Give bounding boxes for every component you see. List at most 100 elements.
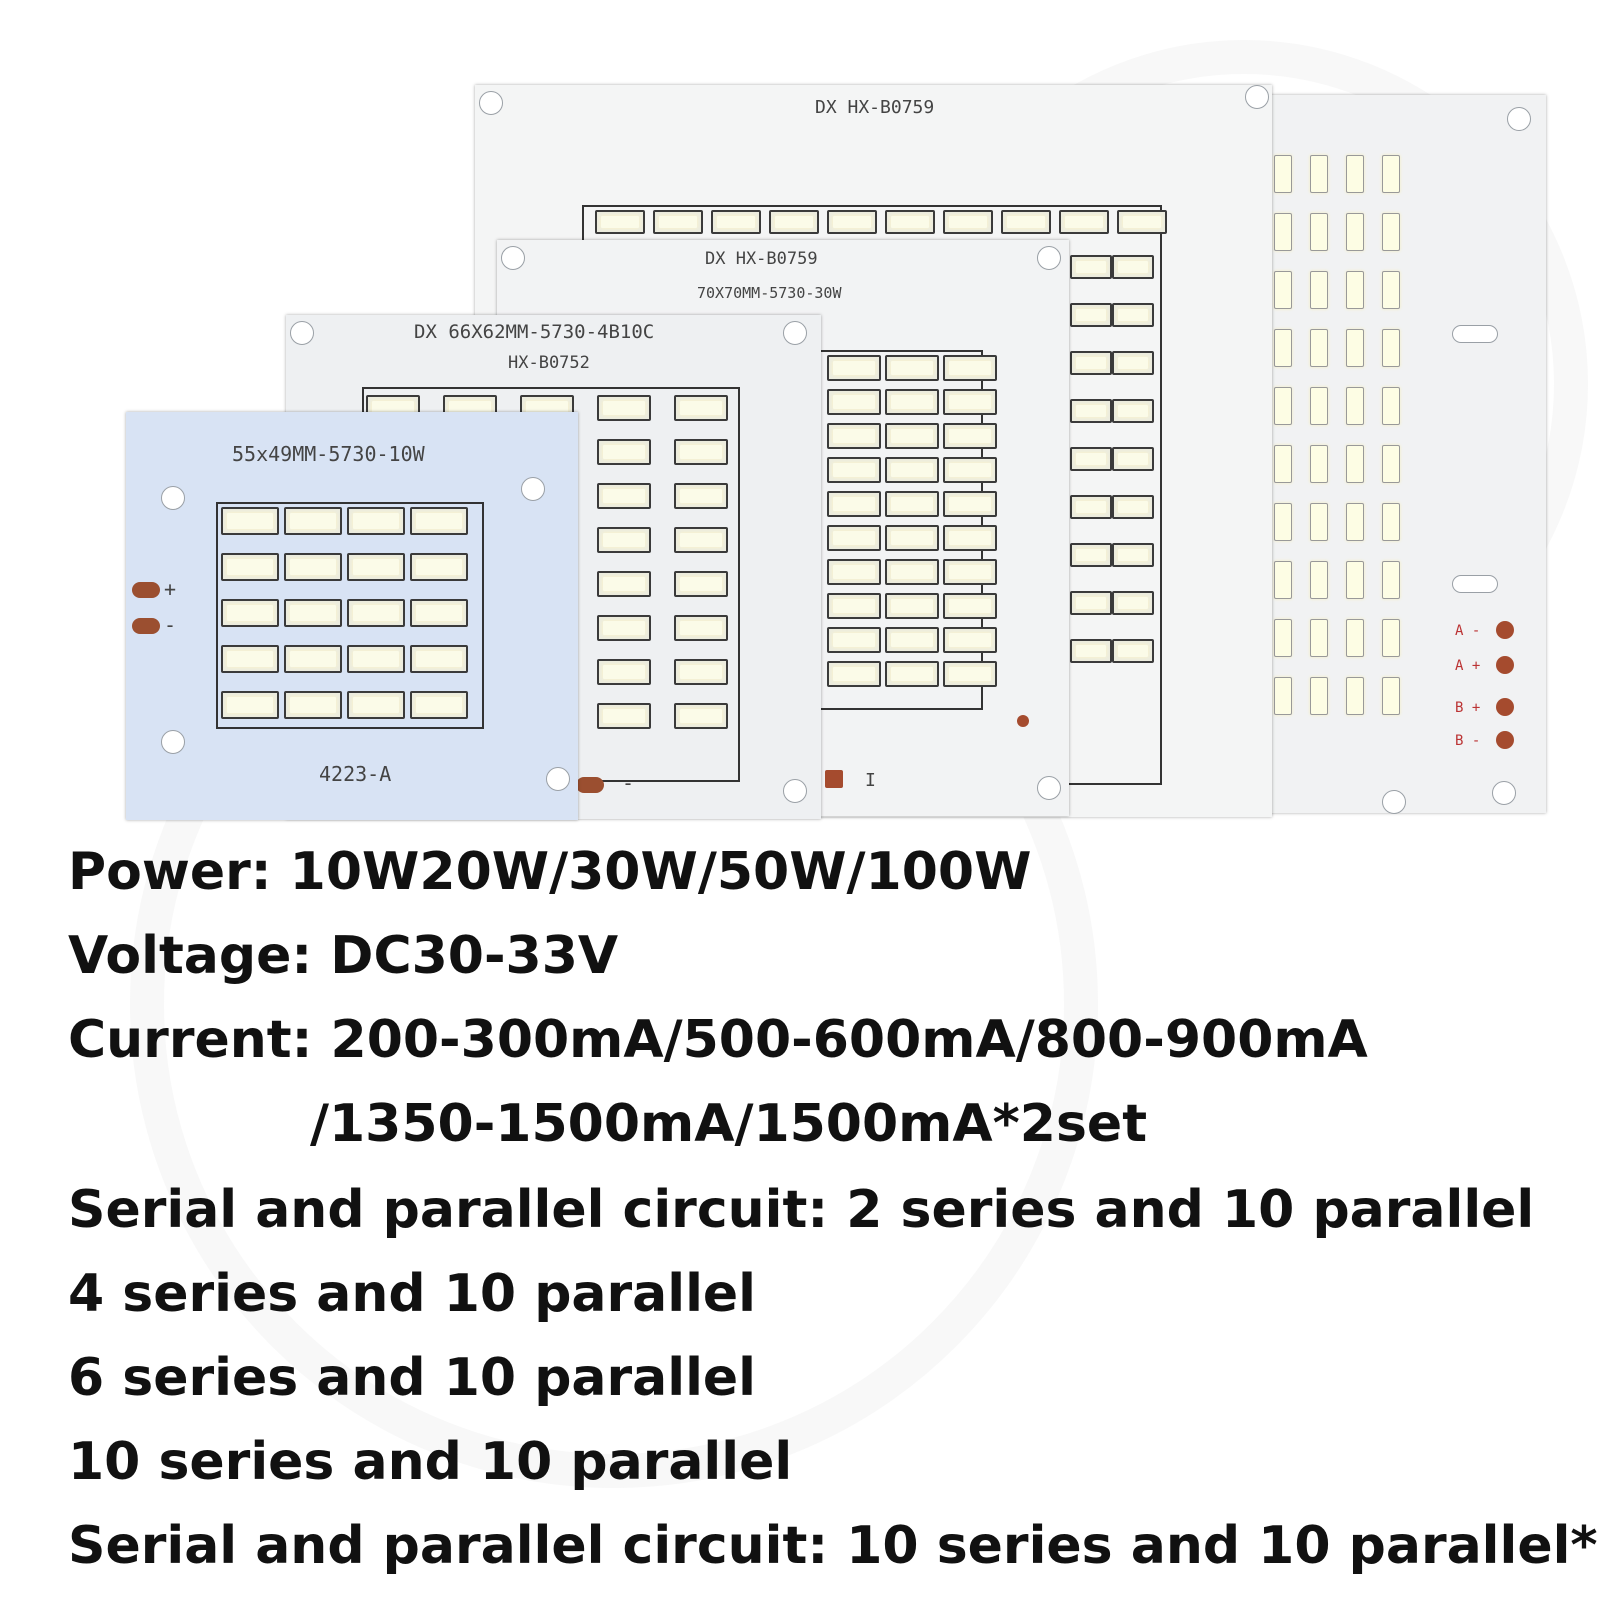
solder-pad xyxy=(1496,698,1514,716)
polarity-mark: I xyxy=(865,770,876,791)
mount-hole xyxy=(1037,246,1061,270)
led-chip xyxy=(1070,351,1112,375)
led-chip xyxy=(674,483,728,509)
led-chip xyxy=(1070,303,1112,327)
led-chip xyxy=(943,661,997,687)
pad-label-a-minus: A - xyxy=(1455,623,1481,639)
led-chip xyxy=(597,615,651,641)
spec-power: Power: 10W20W/30W/50W/100W xyxy=(68,842,1032,902)
led-chip xyxy=(1117,210,1167,234)
led-chip xyxy=(885,661,939,687)
led-chip xyxy=(674,703,728,729)
led-frame xyxy=(216,502,484,729)
mount-hole xyxy=(479,91,503,115)
led-chip xyxy=(943,491,997,517)
mount-hole xyxy=(1507,107,1531,131)
led-chip xyxy=(284,645,342,673)
led-chip xyxy=(885,593,939,619)
led-chip xyxy=(885,423,939,449)
led-chip xyxy=(1070,399,1112,423)
led-chip xyxy=(597,703,651,729)
mount-hole xyxy=(783,321,807,345)
led-chip xyxy=(347,507,405,535)
solder-pad xyxy=(1496,621,1514,639)
spec-circuit-5: Serial and parallel circuit: 10 series a… xyxy=(68,1516,1600,1576)
mount-hole xyxy=(1037,776,1061,800)
led-chip xyxy=(347,691,405,719)
spec-circuit-3: 6 series and 10 parallel xyxy=(68,1348,756,1408)
led-chip xyxy=(769,210,819,234)
led-chip xyxy=(1274,387,1292,425)
led-chip xyxy=(410,599,468,627)
led-chip xyxy=(1112,591,1154,615)
led-chip xyxy=(827,423,881,449)
led-chip xyxy=(674,615,728,641)
led-chip xyxy=(221,691,279,719)
spec-voltage: Voltage: DC30-33V xyxy=(68,926,619,986)
led-chip xyxy=(1070,447,1112,471)
led-chip xyxy=(410,691,468,719)
led-chip xyxy=(1346,619,1364,657)
led-chip xyxy=(1274,329,1292,367)
mount-hole xyxy=(501,246,525,270)
mount-hole xyxy=(1492,781,1516,805)
led-chip xyxy=(1346,155,1364,193)
led-chip xyxy=(827,661,881,687)
led-chip xyxy=(1274,561,1292,599)
polarity-minus: - xyxy=(164,613,177,637)
led-chip xyxy=(1059,210,1109,234)
led-chip xyxy=(410,553,468,581)
led-chip xyxy=(885,525,939,551)
led-chip xyxy=(827,389,881,415)
mount-hole xyxy=(546,767,570,791)
led-chip xyxy=(827,627,881,653)
spec-current-continued: /1350-1500mA/1500mA*2set xyxy=(310,1094,1148,1154)
led-chip xyxy=(410,645,468,673)
led-chip xyxy=(1112,639,1154,663)
led-chip xyxy=(1382,445,1400,483)
led-chip xyxy=(1346,677,1364,715)
led-chip xyxy=(1070,495,1112,519)
polarity-minus: - xyxy=(622,771,635,795)
spec-circuit-4: 10 series and 10 parallel xyxy=(68,1432,793,1492)
led-chip xyxy=(1112,399,1154,423)
led-chip xyxy=(597,527,651,553)
part-number-label: DX HX-B0759 xyxy=(815,97,935,118)
led-chip xyxy=(943,525,997,551)
led-chip xyxy=(1310,503,1328,541)
led-chip xyxy=(1274,271,1292,309)
solder-pad xyxy=(132,582,160,598)
led-chip xyxy=(827,559,881,585)
size-label: 70X70MM-5730-30W xyxy=(697,284,842,302)
size-label: 55x49MM-5730-10W xyxy=(232,442,425,466)
spec-circuit-2: 4 series and 10 parallel xyxy=(68,1264,756,1324)
led-chip xyxy=(943,355,997,381)
mount-hole xyxy=(783,779,807,803)
led-chip xyxy=(221,507,279,535)
led-chip xyxy=(1310,619,1328,657)
led-chip xyxy=(1310,329,1328,367)
led-chip xyxy=(1070,591,1112,615)
pad-label-b-minus: B - xyxy=(1455,733,1481,749)
led-chip xyxy=(1112,255,1154,279)
led-chip xyxy=(1346,271,1364,309)
led-chip xyxy=(1382,387,1400,425)
led-chip xyxy=(1346,445,1364,483)
led-chip xyxy=(1346,387,1364,425)
led-chip xyxy=(674,527,728,553)
led-chip xyxy=(595,210,645,234)
size-label: DX 66X62MM-5730-4B10C xyxy=(414,321,655,343)
led-chip xyxy=(943,423,997,449)
led-chip xyxy=(347,599,405,627)
led-chip xyxy=(1382,271,1400,309)
led-chip xyxy=(410,507,468,535)
led-chip xyxy=(221,599,279,627)
led-chip xyxy=(1274,213,1292,251)
pad-label-b-plus: B + xyxy=(1455,700,1481,716)
led-chip xyxy=(1382,561,1400,599)
led-chip xyxy=(597,659,651,685)
part-number-label: DX HX-B0759 xyxy=(705,249,818,269)
mount-hole xyxy=(290,321,314,345)
led-chip xyxy=(885,389,939,415)
led-chip xyxy=(284,507,342,535)
